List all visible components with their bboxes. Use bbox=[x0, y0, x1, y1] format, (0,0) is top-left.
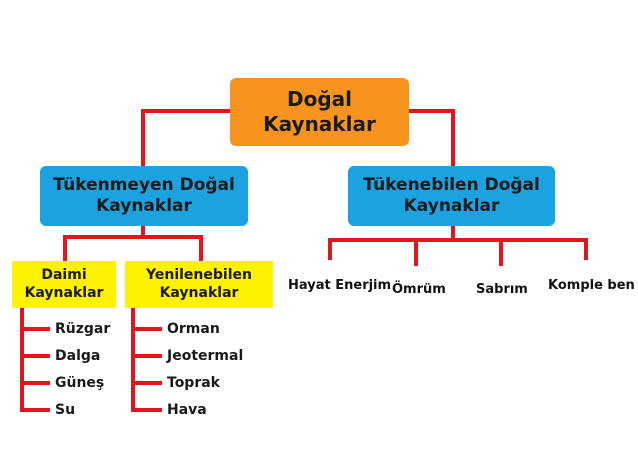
right-item: Sabrım bbox=[476, 282, 528, 297]
root-node: Doğal Kaynaklar bbox=[230, 78, 409, 146]
right-item: Hayat Enerjim bbox=[288, 278, 392, 293]
daimi-item: Su bbox=[55, 402, 76, 418]
daimi-item: Rüzgar bbox=[55, 321, 111, 337]
left-branch-node: Tükenmeyen Doğal Kaynaklar bbox=[40, 166, 248, 226]
daimi-item: Güneş bbox=[55, 375, 105, 391]
yenilenebilen-node: Yenilenebilen Kaynaklar bbox=[125, 261, 273, 308]
left-branch-label: Tükenmeyen Doğal Kaynaklar bbox=[53, 174, 235, 216]
yenilenebilen-item: Hava bbox=[167, 402, 207, 418]
yenilenebilen-item: Orman bbox=[167, 321, 220, 337]
yenilenebilen-item: Toprak bbox=[167, 375, 220, 391]
daimi-node: Daimi Kaynaklar bbox=[12, 261, 116, 308]
left-branch-bar bbox=[63, 235, 203, 263]
root-to-left-connector bbox=[141, 109, 232, 168]
yenilenebilen-label: Yenilenebilen Kaynaklar bbox=[146, 267, 252, 301]
right-branch-node: Tükenebilen Doğal Kaynaklar bbox=[348, 166, 555, 226]
right-branch-label: Tükenebilen Doğal Kaynaklar bbox=[363, 174, 540, 216]
right-item: Komple ben bbox=[548, 278, 635, 293]
right-item: Ömrüm bbox=[392, 282, 446, 297]
daimi-label: Daimi Kaynaklar bbox=[24, 267, 104, 301]
daimi-item: Dalga bbox=[55, 348, 101, 364]
root-to-right-connector bbox=[407, 109, 455, 168]
root-label: Doğal Kaynaklar bbox=[263, 87, 376, 136]
yenilenebilen-item: Jeotermal bbox=[167, 348, 244, 364]
